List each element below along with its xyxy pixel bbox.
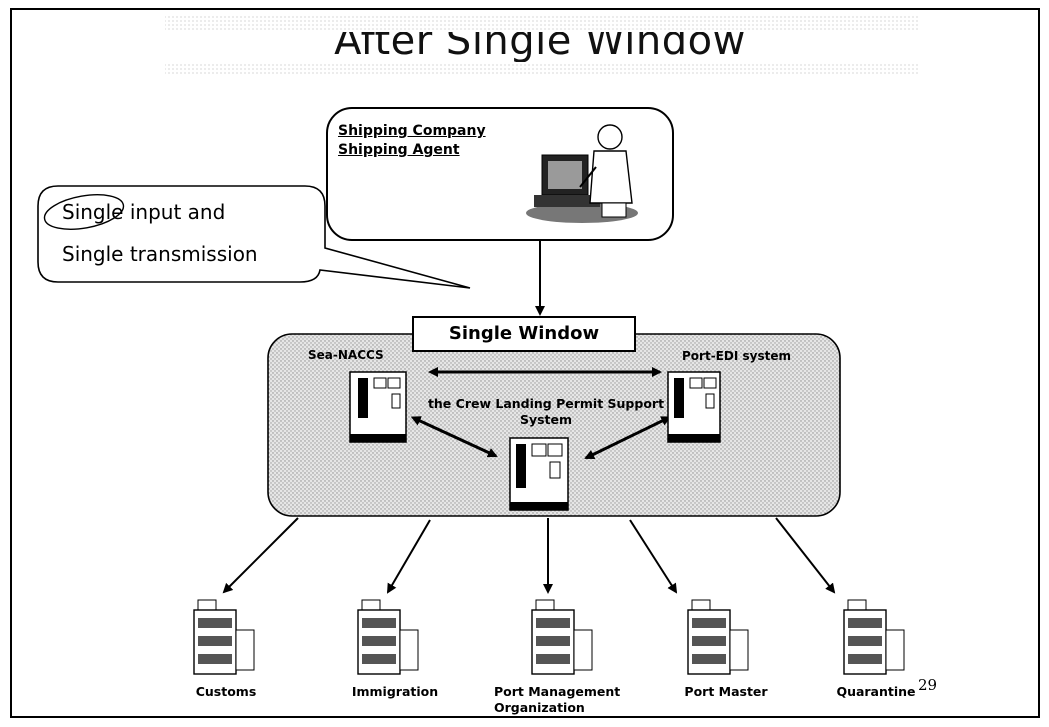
highlight-circle [43, 194, 125, 230]
server-crew-landing-icon [509, 437, 569, 511]
immigration-label: Immigration [351, 684, 439, 699]
bubble-line-1: Single input and [62, 200, 226, 224]
quarantine-building-icon [843, 599, 905, 675]
customs-label: Customs [195, 684, 257, 699]
speech-bubble [37, 185, 471, 289]
page-number: 29 [918, 676, 938, 694]
port-master-building-icon [687, 599, 749, 675]
bubble-line-2: Single transmission [62, 242, 258, 266]
port-master-label: Port Master [684, 684, 768, 699]
single-window-label: Single Window [448, 323, 600, 344]
arrow-edi-crew [584, 416, 672, 460]
arrow-to-immigration [386, 519, 431, 594]
arrow-to-customs [222, 517, 299, 594]
customs-building-icon [193, 599, 255, 675]
slide-frame [10, 8, 1040, 718]
quarantine-label: Quarantine [836, 684, 916, 699]
shipping-company-label: Shipping Company [338, 123, 486, 139]
shipping-agent-label: Shipping Agent [338, 142, 460, 158]
shipping-company-box: Shipping Company Shipping Agent [326, 107, 674, 241]
office-worker-icon [526, 124, 638, 223]
port-edi-label: Port-EDI system [682, 349, 791, 363]
arrow-to-quarantine [775, 517, 836, 594]
arrow-naccs-crew [410, 416, 498, 458]
immigration-building-icon [357, 599, 419, 675]
single-window-box: Single Window [412, 316, 636, 352]
title-stipple-bottom [165, 62, 920, 76]
title-stipple-top [165, 16, 920, 32]
port-management-label: Port Management Organization [494, 684, 621, 715]
sea-naccs-label: Sea-NACCS [308, 348, 384, 362]
arrow-to-port-master [629, 519, 678, 594]
port-management-building-icon [531, 599, 593, 675]
crew-landing-label: the Crew Landing Permit Support System [427, 396, 665, 427]
server-port-edi-icon [667, 371, 721, 443]
server-sea-naccs-icon [349, 371, 407, 443]
